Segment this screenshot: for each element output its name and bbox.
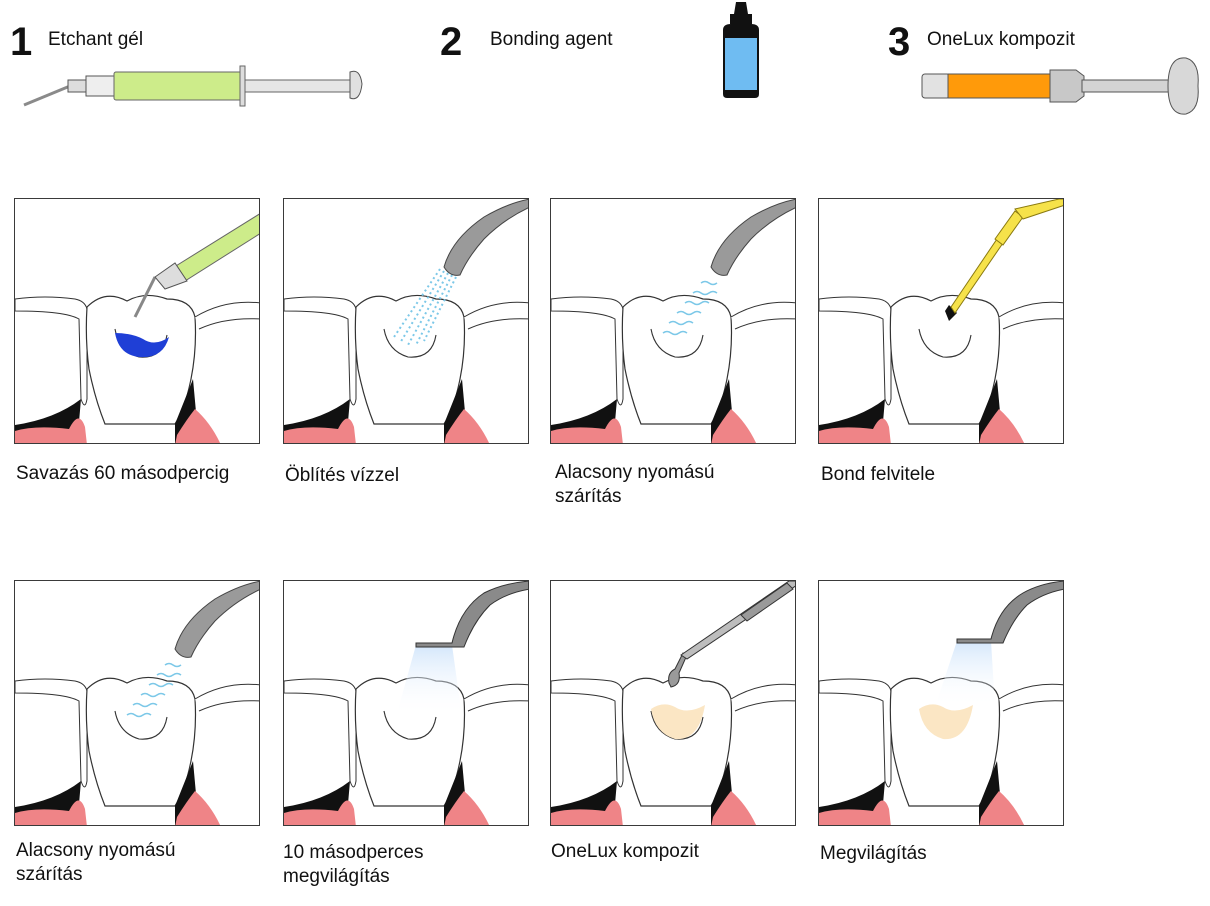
water-spray <box>393 268 457 346</box>
material-label-etchant: Etchant gél <box>48 29 144 50</box>
air-dry-nozzle-icon <box>710 199 795 276</box>
step-panel-4 <box>818 198 1064 444</box>
step-panel-3 <box>550 198 796 444</box>
step-panel-2 <box>283 198 529 444</box>
air-stream <box>662 280 718 336</box>
etchant-gel-fill <box>115 333 169 358</box>
step-caption-2: Öblítés vízzel <box>285 465 400 486</box>
step-caption-5: Alacsony nyomású szárítás <box>16 840 176 885</box>
composite-syringe-icon <box>921 57 1199 115</box>
step-caption-3: Alacsony nyomású szárítás <box>555 462 715 507</box>
light-beam <box>935 641 995 707</box>
step-caption-4: Bond felvitele <box>821 464 936 485</box>
air-stream <box>126 662 182 718</box>
light-beam <box>396 645 462 717</box>
step-caption-8: Megvilágítás <box>820 843 927 864</box>
bonding-agent-bottle-icon <box>723 2 759 98</box>
step-caption-7: OneLux kompozit <box>551 841 699 862</box>
air-dry-nozzle-icon <box>174 581 259 658</box>
composite-instrument-icon <box>668 581 795 688</box>
step-number-2: 2 <box>440 20 463 64</box>
curing-light-icon <box>415 581 528 648</box>
step-number-3: 3 <box>888 20 911 64</box>
step-caption-1: Savazás 60 másodpercig <box>16 463 230 484</box>
material-label-bonding: Bonding agent <box>490 29 613 50</box>
step-panel-6 <box>283 580 529 826</box>
step-panel-7 <box>550 580 796 826</box>
curing-light-icon <box>956 581 1063 644</box>
bond-applicator-brush-icon <box>945 199 1063 321</box>
material-label-composite: OneLux kompozit <box>927 29 1075 50</box>
step-number-1: 1 <box>10 20 33 64</box>
composite-fill <box>651 704 705 740</box>
step-panel-5 <box>14 580 260 826</box>
water-spray-nozzle-icon <box>443 199 528 276</box>
step-panel-1 <box>14 198 260 444</box>
step-caption-6: 10 másodperces megvilágítás <box>283 842 424 887</box>
step-panel-8 <box>818 580 1064 826</box>
etchant-syringe-icon <box>23 65 363 107</box>
